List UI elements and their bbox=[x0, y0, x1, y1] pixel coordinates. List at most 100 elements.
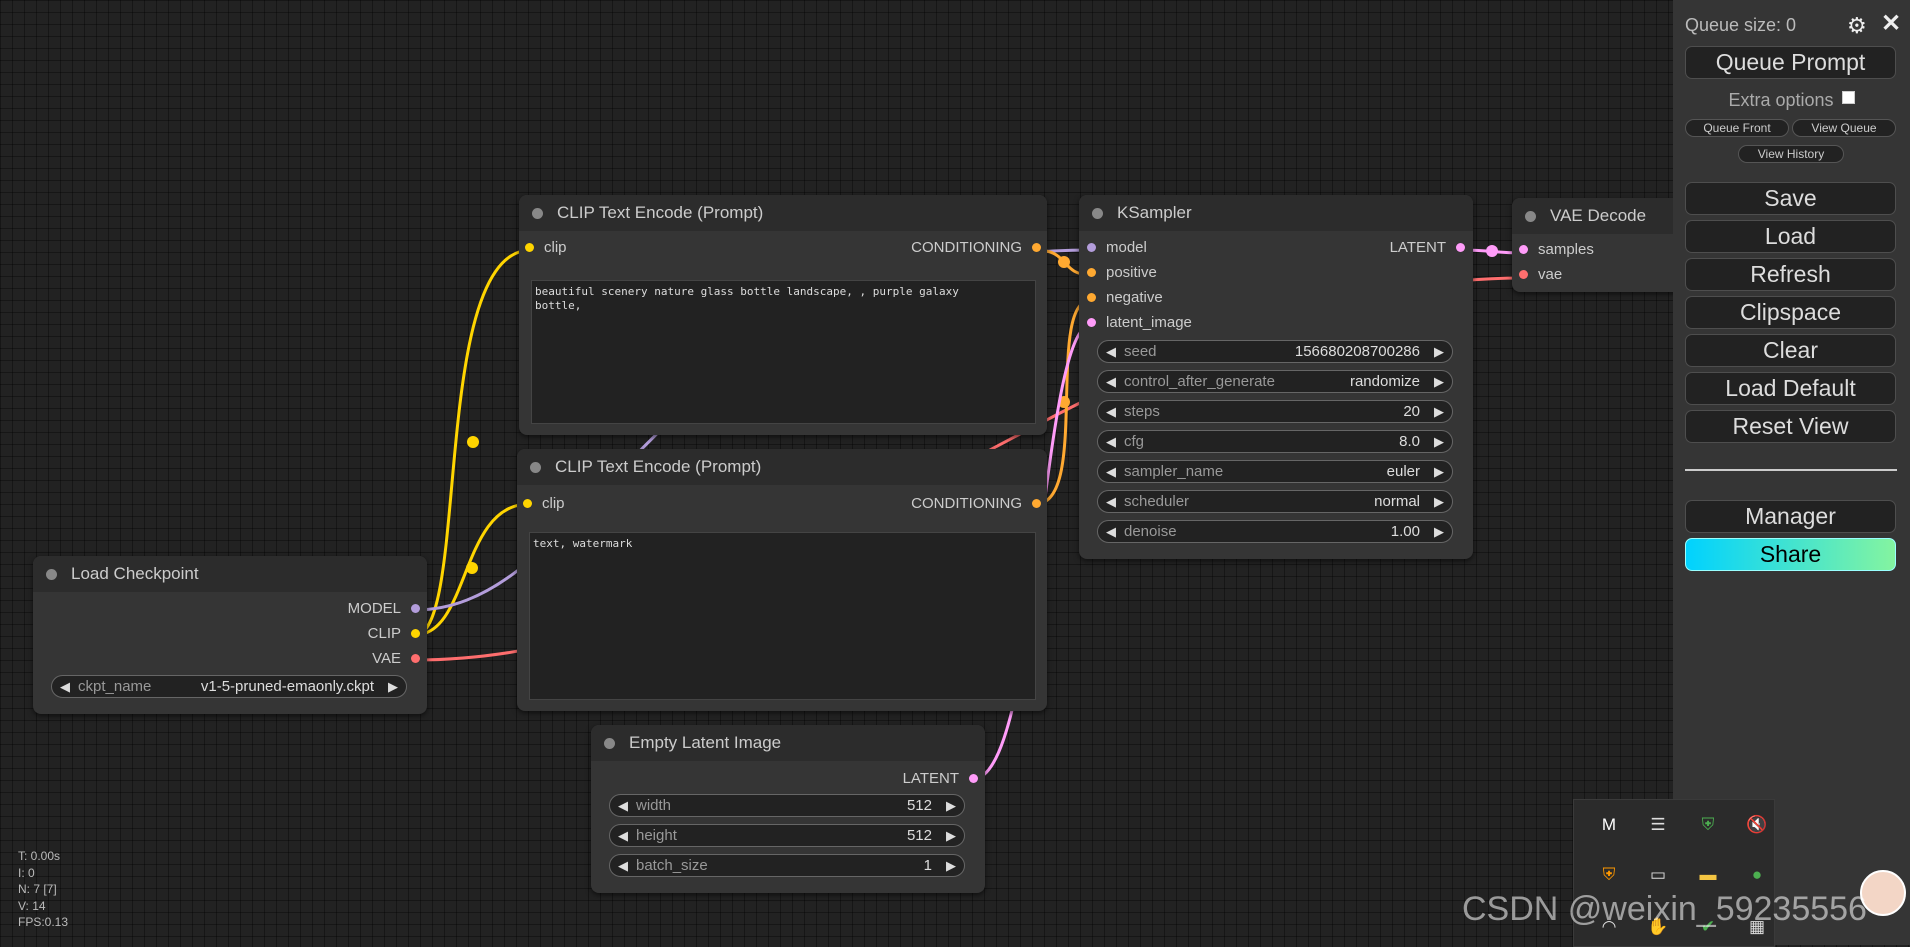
settings-gear-icon[interactable]: ⚙ bbox=[1847, 13, 1867, 38]
output-slot-vae[interactable]: VAE bbox=[372, 650, 420, 667]
output-slot-clip[interactable]: CLIP bbox=[368, 625, 420, 642]
output-slot-latent[interactable]: LATENT bbox=[903, 770, 978, 787]
shield-icon[interactable]: ⛨ bbox=[1701, 815, 1715, 834]
security-icon[interactable]: ⛨ bbox=[1602, 865, 1616, 884]
save-button[interactable]: Save bbox=[1685, 182, 1896, 215]
wifi-icon[interactable]: ◠ bbox=[1601, 917, 1617, 936]
increment-arrow-icon[interactable]: ▶ bbox=[1434, 373, 1444, 389]
empty-latent-image-node[interactable]: Empty Latent Image LATENT ◀ width 512 ▶ … bbox=[591, 725, 985, 893]
prompt-textarea[interactable]: beautiful scenery nature glass bottle la… bbox=[531, 280, 1036, 424]
widget-width[interactable]: ◀ width 512 ▶ bbox=[609, 794, 965, 817]
share-button[interactable]: Share bbox=[1685, 538, 1896, 571]
clear-button[interactable]: Clear bbox=[1685, 334, 1896, 367]
widget-scheduler[interactable]: ◀ scheduler normal ▶ bbox=[1097, 490, 1453, 513]
check-icon[interactable]: ✔ bbox=[1700, 917, 1716, 936]
output-slot-conditioning[interactable]: CONDITIONING bbox=[911, 495, 1041, 512]
output-dot-icon[interactable] bbox=[411, 604, 420, 613]
increment-arrow-icon[interactable]: ▶ bbox=[1434, 523, 1444, 539]
node-title-bar[interactable]: Empty Latent Image bbox=[591, 725, 985, 761]
output-dot-icon[interactable] bbox=[411, 654, 420, 663]
mute-icon[interactable]: 🔇 bbox=[1746, 815, 1768, 834]
collapse-dot-icon[interactable] bbox=[1525, 210, 1536, 222]
output-dot-icon[interactable] bbox=[1032, 243, 1041, 252]
increment-arrow-icon[interactable]: ▶ bbox=[1434, 403, 1444, 419]
decrement-arrow-icon[interactable]: ◀ bbox=[1106, 463, 1116, 479]
widget-steps[interactable]: ◀ steps 20 ▶ bbox=[1097, 400, 1453, 423]
folder-icon[interactable]: ▬ bbox=[1699, 865, 1717, 884]
clip-text-encode-positive-node[interactable]: CLIP Text Encode (Prompt) clip CONDITION… bbox=[519, 195, 1047, 435]
input-slot-negative[interactable]: negative bbox=[1087, 289, 1163, 306]
input-slot-clip[interactable]: clip bbox=[523, 495, 565, 512]
widget-height[interactable]: ◀ height 512 ▶ bbox=[609, 824, 965, 847]
input-dot-icon[interactable] bbox=[1087, 243, 1096, 252]
increment-arrow-icon[interactable]: ▶ bbox=[1434, 493, 1444, 509]
clip-text-encode-negative-node[interactable]: CLIP Text Encode (Prompt) clip CONDITION… bbox=[517, 449, 1047, 711]
input-dot-icon[interactable] bbox=[1519, 270, 1528, 279]
output-dot-icon[interactable] bbox=[1032, 499, 1041, 508]
node-title-bar[interactable]: Load Checkpoint bbox=[33, 556, 427, 592]
battery-icon[interactable]: ▭ bbox=[1649, 865, 1667, 884]
increment-arrow-icon[interactable]: ▶ bbox=[946, 797, 956, 813]
widget-denoise[interactable]: ◀ denoise 1.00 ▶ bbox=[1097, 520, 1453, 543]
input-dot-icon[interactable] bbox=[1087, 318, 1096, 327]
widget-control-after-generate[interactable]: ◀ control_after_generate randomize ▶ bbox=[1097, 370, 1453, 393]
input-slot-latent-image[interactable]: latent_image bbox=[1087, 314, 1192, 331]
input-dot-icon[interactable] bbox=[1087, 293, 1096, 302]
node-title-bar[interactable]: CLIP Text Encode (Prompt) bbox=[517, 449, 1047, 485]
decrement-arrow-icon[interactable]: ◀ bbox=[1106, 493, 1116, 509]
input-dot-icon[interactable] bbox=[1519, 245, 1528, 254]
input-dot-icon[interactable] bbox=[523, 499, 532, 508]
extra-options-checkbox[interactable] bbox=[1841, 91, 1855, 104]
decrement-arrow-icon[interactable]: ◀ bbox=[618, 857, 628, 873]
increment-arrow-icon[interactable]: ▶ bbox=[1434, 343, 1444, 359]
output-slot-latent[interactable]: LATENT bbox=[1390, 239, 1465, 256]
output-dot-icon[interactable] bbox=[1456, 243, 1465, 252]
close-icon[interactable]: ✕ bbox=[1881, 10, 1902, 37]
increment-arrow-icon[interactable]: ▶ bbox=[1434, 433, 1444, 449]
view-queue-button[interactable]: View Queue bbox=[1792, 119, 1896, 137]
widget-sampler-name[interactable]: ◀ sampler_name euler ▶ bbox=[1097, 460, 1453, 483]
decrement-arrow-icon[interactable]: ◀ bbox=[1106, 523, 1116, 539]
increment-arrow-icon[interactable]: ▶ bbox=[946, 857, 956, 873]
collapse-dot-icon[interactable] bbox=[604, 737, 615, 749]
increment-arrow-icon[interactable]: ▶ bbox=[1434, 463, 1444, 479]
queue-front-button[interactable]: Queue Front bbox=[1685, 119, 1789, 137]
list-icon[interactable]: ☰ bbox=[1650, 815, 1666, 834]
collapse-dot-icon[interactable] bbox=[1092, 207, 1103, 219]
mcafee-icon[interactable]: M bbox=[1601, 815, 1617, 834]
view-history-button[interactable]: View History bbox=[1738, 145, 1844, 163]
widget-seed[interactable]: ◀ seed 156680208700286 ▶ bbox=[1097, 340, 1453, 363]
output-dot-icon[interactable] bbox=[411, 629, 420, 638]
clipspace-button[interactable]: Clipspace bbox=[1685, 296, 1896, 329]
decrement-arrow-icon[interactable]: ◀ bbox=[618, 827, 628, 843]
input-slot-positive[interactable]: positive bbox=[1087, 264, 1157, 281]
increment-arrow-icon[interactable]: ▶ bbox=[946, 827, 956, 843]
decrement-arrow-icon[interactable]: ◀ bbox=[1106, 403, 1116, 419]
refresh-button[interactable]: Refresh bbox=[1685, 258, 1896, 291]
queue-prompt-button[interactable]: Queue Prompt bbox=[1685, 46, 1896, 79]
input-slot-samples[interactable]: samples bbox=[1519, 241, 1594, 258]
decrement-arrow-icon[interactable]: ◀ bbox=[60, 678, 70, 694]
widget-ckpt-name[interactable]: ◀ ckpt_name v1-5-pruned-emaonly.ckpt ▶ bbox=[51, 675, 407, 698]
load-checkpoint-node[interactable]: Load Checkpoint MODEL CLIP VAE ◀ ckpt_na… bbox=[33, 556, 427, 714]
decrement-arrow-icon[interactable]: ◀ bbox=[618, 797, 628, 813]
hand-icon[interactable]: ✋ bbox=[1647, 917, 1669, 936]
widget-batch-size[interactable]: ◀ batch_size 1 ▶ bbox=[609, 854, 965, 877]
increment-arrow-icon[interactable]: ▶ bbox=[388, 678, 398, 694]
input-slot-vae[interactable]: vae bbox=[1519, 266, 1562, 283]
collapse-dot-icon[interactable] bbox=[532, 207, 543, 219]
input-dot-icon[interactable] bbox=[1087, 268, 1096, 277]
grid-icon[interactable]: ▦ bbox=[1748, 917, 1766, 936]
decrement-arrow-icon[interactable]: ◀ bbox=[1106, 373, 1116, 389]
widget-cfg[interactable]: ◀ cfg 8.0 ▶ bbox=[1097, 430, 1453, 453]
node-title-bar[interactable]: CLIP Text Encode (Prompt) bbox=[519, 195, 1047, 231]
output-slot-conditioning[interactable]: CONDITIONING bbox=[911, 239, 1041, 256]
decrement-arrow-icon[interactable]: ◀ bbox=[1106, 343, 1116, 359]
node-title-bar[interactable]: KSampler bbox=[1079, 195, 1473, 231]
input-slot-clip[interactable]: clip bbox=[525, 239, 567, 256]
output-dot-icon[interactable] bbox=[969, 774, 978, 783]
load-default-button[interactable]: Load Default bbox=[1685, 372, 1896, 405]
prompt-textarea[interactable]: text, watermark bbox=[529, 532, 1036, 700]
input-slot-model[interactable]: model bbox=[1087, 239, 1147, 256]
load-button[interactable]: Load bbox=[1685, 220, 1896, 253]
